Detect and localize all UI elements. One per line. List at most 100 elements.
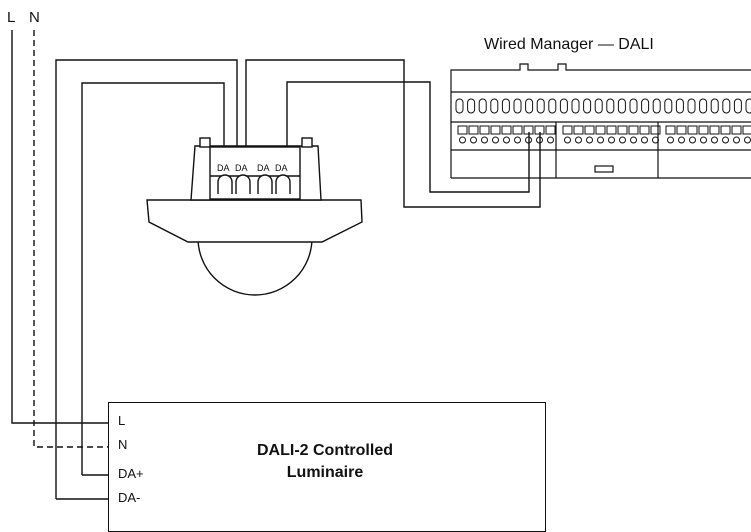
controller-terminal-slot	[733, 98, 742, 114]
luminaire-terminal-l: L	[118, 413, 126, 428]
controller-screw-terminal	[595, 125, 606, 135]
controller-screw-head	[492, 136, 499, 144]
controller-terminal-slot	[583, 98, 592, 114]
controller-screw-head	[536, 136, 543, 144]
controller-terminal-slot	[536, 98, 545, 114]
controller-screw-terminal	[720, 125, 731, 135]
sensor-flange	[146, 199, 363, 243]
luminaire-terminal-da-plus: DA+	[118, 466, 144, 481]
controller-screw-head	[586, 136, 593, 144]
controller-screw-head	[700, 136, 707, 144]
controller-screw-terminal	[676, 125, 687, 135]
controller-screw-head	[619, 136, 626, 144]
controller-screw-terminal	[698, 125, 709, 135]
controller-screw-terminal	[742, 125, 751, 135]
controller-terminal-slot	[594, 98, 603, 114]
controller-terminal-slot	[513, 98, 522, 114]
neutral-wire	[33, 30, 108, 448]
controller-terminal-slot	[722, 98, 731, 114]
controller-screw-head	[514, 136, 521, 144]
controller-screw-head	[608, 136, 615, 144]
controller-screw-terminal	[584, 125, 595, 135]
controller-terminal-slot	[478, 98, 487, 114]
controller-terminal-slot	[559, 98, 568, 114]
controller-terminal-slot	[641, 98, 650, 114]
controller-title: Wired Manager — DALI	[484, 36, 654, 53]
controller-screw-terminal	[523, 125, 534, 135]
controller-screw-terminal	[687, 125, 698, 135]
controller-screw-terminal	[639, 125, 650, 135]
controller-screw-head	[547, 136, 554, 144]
controller-screw-terminal	[512, 125, 523, 135]
controller-screw-terminal	[545, 125, 556, 135]
controller-screw-terminal	[457, 125, 468, 135]
controller-screw-head	[503, 136, 510, 144]
luminaire-subtitle: Luminaire	[286, 464, 364, 481]
controller-screw-head	[564, 136, 571, 144]
controller-terminal-slot	[652, 98, 661, 114]
controller-screw-terminal	[490, 125, 501, 135]
sensor-clip-left	[199, 137, 211, 148]
controller-screw-head	[459, 136, 466, 144]
sensor-terminal-label: DA	[275, 163, 288, 173]
controller-screw-terminal	[731, 125, 742, 135]
controller-screw-terminal	[573, 125, 584, 135]
controller-screw-head	[575, 136, 582, 144]
controller-screw-terminal	[468, 125, 479, 135]
sensor-terminal-label: DA	[235, 163, 248, 173]
controller-screw-terminal	[628, 125, 639, 135]
controller-screw-head	[652, 136, 659, 144]
controller-screw-head	[597, 136, 604, 144]
dali-minus-wire-inner	[81, 82, 225, 475]
controller-screw-terminal	[501, 125, 512, 135]
controller-screw-head	[733, 136, 740, 144]
controller-screw-head	[525, 136, 532, 144]
controller-terminal-slot	[675, 98, 684, 114]
controller-terminal-slot	[710, 98, 719, 114]
controller-screw-head	[470, 136, 477, 144]
dali-bus-wire-a	[245, 59, 541, 208]
sensor-clip-right	[301, 137, 313, 148]
dali-bus-wire-b	[286, 81, 530, 193]
luminaire-terminal-da-minus: DA-	[118, 490, 141, 505]
controller-screw-head	[744, 136, 751, 144]
wired-manager-controller	[450, 63, 751, 179]
controller-screw-head	[641, 136, 648, 144]
controller-screw-head	[481, 136, 488, 144]
luminaire-terminal-n: N	[118, 437, 128, 452]
presence-sensor	[146, 137, 363, 296]
mains-neutral-label: N	[29, 9, 40, 26]
controller-terminal-slot	[629, 98, 638, 114]
controller-terminal-slot	[617, 98, 626, 114]
controller-terminal-slot	[501, 98, 510, 114]
controller-terminal-slot	[687, 98, 696, 114]
controller-terminal-slot	[467, 98, 476, 114]
controller-terminal-slot	[548, 98, 557, 114]
controller-terminal-slot	[606, 98, 615, 114]
controller-screw-head	[630, 136, 637, 144]
controller-terminal-slot	[745, 98, 751, 114]
sensor-terminal-label: DA	[257, 163, 270, 173]
controller-screw-terminal	[534, 125, 545, 135]
controller-terminal-slot	[699, 98, 708, 114]
controller-screw-head	[689, 136, 696, 144]
controller-screw-terminal	[479, 125, 490, 135]
luminaire-title: DALI-2 Controlled	[257, 442, 393, 459]
controller-screw-terminal	[562, 125, 573, 135]
controller-terminal-slot	[664, 98, 673, 114]
sensor-dome	[197, 237, 313, 296]
controller-screw-terminal	[709, 125, 720, 135]
controller-terminal-slot	[571, 98, 580, 114]
wiring-diagram	[11, 30, 751, 500]
live-wire	[11, 30, 108, 424]
controller-screw-terminal	[606, 125, 617, 135]
dali-minus-wire	[55, 59, 238, 499]
controller-screw-head	[678, 136, 685, 144]
mains-live-label: L	[7, 9, 16, 26]
sensor-terminal-label: DA	[217, 163, 230, 173]
controller-screw-head	[711, 136, 718, 144]
controller-screw-terminal	[650, 125, 661, 135]
controller-terminal-slot	[490, 98, 499, 114]
controller-screw-head	[722, 136, 729, 144]
controller-screw-terminal	[665, 125, 676, 135]
